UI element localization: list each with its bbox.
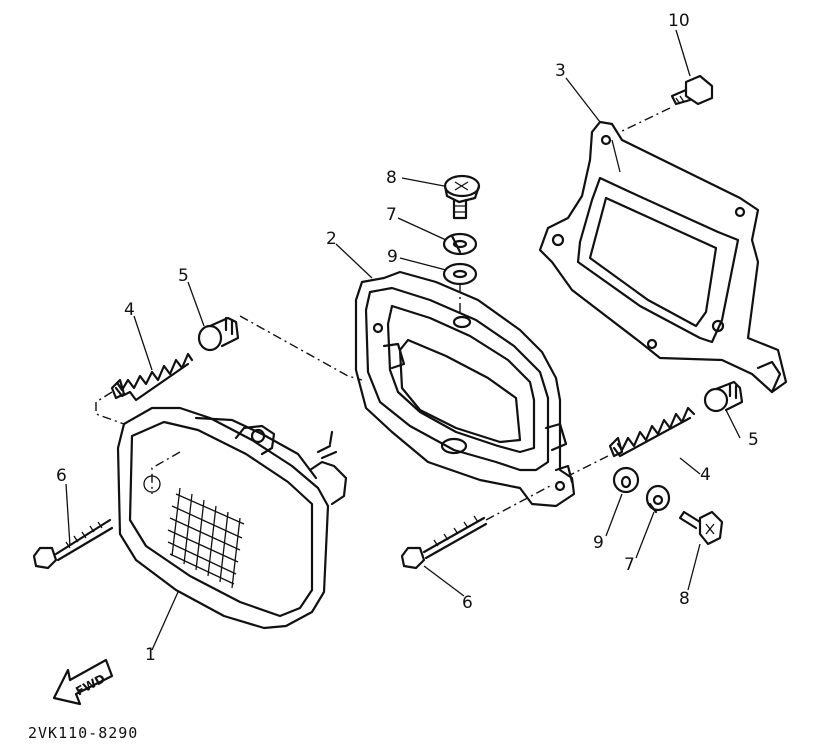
centerline-bolt-10 bbox=[619, 107, 671, 133]
centerline-spring-left bbox=[95, 391, 113, 403]
callout-9-right: 9 bbox=[593, 533, 604, 553]
callout-5-right: 5 bbox=[748, 430, 759, 450]
headlight-part-1 bbox=[116, 406, 348, 630]
callout-7-right: 7 bbox=[624, 555, 635, 575]
spring-part-4-left bbox=[110, 352, 194, 402]
callout-3: 3 bbox=[555, 61, 566, 81]
grommet-part-5-right bbox=[703, 380, 744, 413]
leader-lines bbox=[65, 29, 741, 651]
callout-4-left: 4 bbox=[124, 300, 135, 320]
centerline-screw-right bbox=[485, 485, 551, 521]
grommet-part-5-left bbox=[197, 316, 240, 352]
callout-6-right: 6 bbox=[462, 593, 473, 613]
callout-7-top: 7 bbox=[386, 205, 397, 225]
washer-part-9-right bbox=[612, 466, 640, 494]
washer-part-9-top bbox=[442, 262, 478, 286]
centerline-spring-right bbox=[567, 455, 609, 477]
drawing-code: 2VK110-8290 bbox=[28, 724, 138, 742]
callout-8-top: 8 bbox=[386, 168, 397, 188]
long-screw-part-6-right bbox=[400, 515, 488, 570]
centerline-headlight-2 bbox=[151, 451, 181, 494]
bracket-part-3 bbox=[538, 120, 788, 394]
centerline-grommet-left bbox=[239, 315, 363, 381]
forward-direction-arrow: FWD bbox=[52, 658, 114, 706]
lock-washer-part-7-top bbox=[442, 232, 478, 256]
lens-grid bbox=[167, 487, 245, 589]
callout-10: 10 bbox=[668, 11, 690, 31]
callout-5-left: 5 bbox=[178, 266, 189, 286]
callout-9-top: 9 bbox=[387, 247, 398, 267]
callouts: 10 3 8 7 2 9 5 4 6 1 5 4 9 7 8 6 bbox=[56, 11, 759, 665]
callout-1: 1 bbox=[145, 645, 156, 665]
callout-2: 2 bbox=[326, 229, 337, 249]
frame-part-2 bbox=[354, 270, 576, 508]
screw-part-8-top bbox=[443, 174, 481, 220]
callout-4-right: 4 bbox=[700, 465, 711, 485]
callout-8-right: 8 bbox=[679, 589, 690, 609]
bolt-part-10 bbox=[670, 74, 714, 106]
long-screw-part-6-left bbox=[32, 518, 114, 570]
spring-part-4-right bbox=[608, 406, 696, 458]
screw-part-8-right bbox=[678, 510, 724, 546]
centerline-headlight bbox=[95, 402, 125, 425]
callout-6-left: 6 bbox=[56, 466, 67, 486]
lock-washer-part-7-right bbox=[645, 484, 671, 514]
